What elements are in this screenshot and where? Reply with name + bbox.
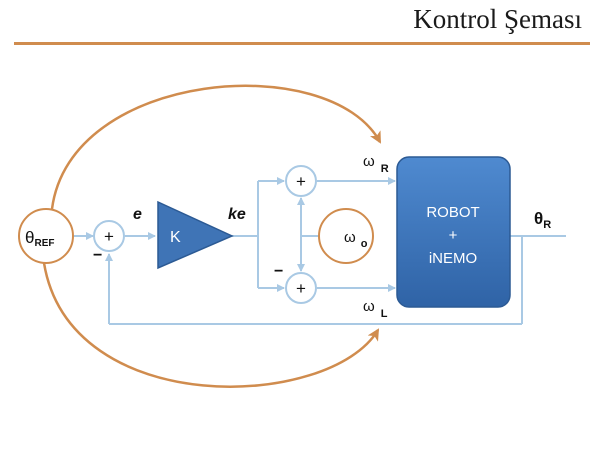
sum-left-plus: +	[296, 279, 306, 298]
gain-block-label: K	[170, 229, 181, 246]
sum-junction-main	[93, 220, 125, 252]
sum-left-minus: −	[274, 263, 283, 280]
error-label: e	[133, 206, 142, 223]
sum-main-plus: +	[104, 227, 114, 246]
signal-lines	[74, 177, 566, 325]
sum-right-plus: +	[296, 172, 306, 191]
sum-main-minus: −	[93, 247, 102, 264]
sum-junction-left	[285, 272, 317, 304]
theta-ref-label: θREF	[25, 228, 54, 249]
gain-block	[157, 200, 234, 270]
slide-title: Kontrol Şeması	[413, 4, 582, 34]
omega-o-circle	[318, 208, 374, 264]
title-underline	[14, 42, 590, 45]
gain-output-label: ke	[228, 206, 246, 223]
robot-label-line1: ROBOT	[426, 204, 479, 221]
robot-label-line3: iNEMO	[429, 250, 477, 267]
robot-label-line2: +	[449, 227, 458, 244]
sum-junction-right	[285, 165, 317, 197]
curve-ref-to-omega-l	[42, 262, 380, 388]
curve-ref-to-omega-r	[50, 84, 382, 210]
theta-r-label: θR	[534, 209, 551, 231]
theta-ref-circle	[18, 208, 74, 264]
robot-inemo-block	[396, 156, 511, 308]
